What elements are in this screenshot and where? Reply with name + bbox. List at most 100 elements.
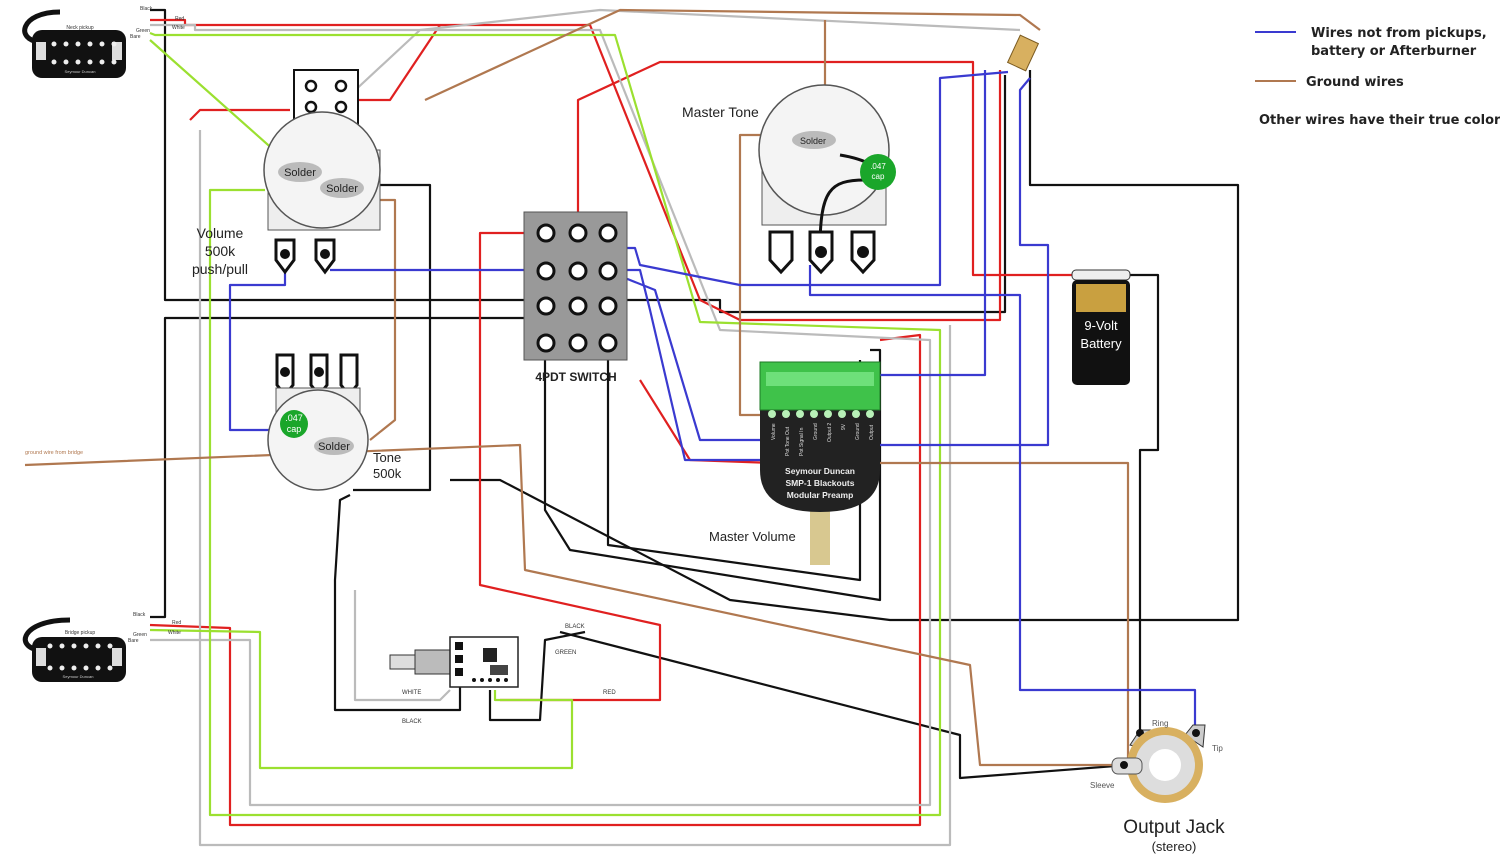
bridge-pickup-label: Bridge pickup — [65, 630, 96, 636]
bridge-ground-label: ground wire from bridge — [25, 450, 83, 456]
tone-label: Tone — [373, 450, 401, 465]
jack-subtitle: (stereo) — [1152, 839, 1197, 854]
master-tone-cap-label: cap — [872, 172, 885, 181]
bridge-pickup-brand: Seymour Duncan — [63, 674, 94, 679]
tone-solder: Solder — [318, 441, 350, 453]
wire-blue-tip — [808, 265, 1197, 730]
preamp-terminal-label: 9V — [841, 423, 847, 430]
wire-green-bridge — [149, 628, 574, 770]
switch-label: 4PDT SWITCH — [535, 370, 616, 384]
preamp-terminal-label: Pot Signal In — [799, 427, 805, 456]
bridge-pickup[interactable]: Bridge pickup Seymour Duncan Black Red W… — [22, 612, 181, 682]
jack-tip-label: Tip — [1212, 744, 1223, 753]
tone-value: 500k — [373, 466, 402, 481]
wire-label: Black — [133, 612, 146, 618]
wire-white-outer — [198, 130, 952, 847]
wire-label: Black — [140, 6, 153, 12]
legend-ground: Ground wires — [1306, 75, 1404, 90]
preamp[interactable]: Volume Pot Tone Out Pot Signal In Ground… — [709, 361, 881, 565]
volume-label: Volume — [197, 225, 244, 241]
afterburner-green: GREEN — [555, 650, 576, 656]
preamp-terminal-label: Output 2 — [827, 423, 833, 442]
preamp-model: SMP-1 Blackouts — [786, 478, 855, 488]
wire-blue-tone — [228, 260, 287, 432]
wire-black-battery — [1120, 273, 1160, 745]
wire-ground-jack — [860, 461, 1130, 760]
preamp-terminal-label: Ground — [813, 423, 819, 440]
master-tone-cap-value: .047 — [870, 162, 886, 171]
wire-label: Red — [172, 620, 181, 626]
wire-black-long — [450, 70, 1240, 622]
neck-pickup[interactable]: Neck pickup Seymour Duncan Black Red Whi… — [22, 6, 185, 78]
tone-cap-label: cap — [287, 424, 302, 434]
volume-pot[interactable]: Solder Solder Volume 500k push/pull — [192, 69, 381, 277]
wire-red-switch — [576, 60, 1075, 277]
wire-green-bare — [149, 39, 286, 161]
battery-voltage: 9-Volt — [1084, 318, 1118, 333]
wire-label: Red — [175, 16, 184, 22]
volume-value: 500k — [205, 243, 236, 259]
master-tone-pot[interactable]: Solder .047 cap Master Tone — [682, 84, 896, 275]
legend-note: Other wires have their true color — [1259, 113, 1500, 128]
afterburner-board[interactable]: BLACK GREEN RED WHITE BLACK — [389, 624, 616, 725]
wire-black-tone — [353, 183, 432, 492]
wire-label: White — [172, 25, 185, 31]
preamp-terminal-label: Ground — [855, 423, 861, 440]
master-volume-label: Master Volume — [709, 529, 796, 544]
wire-red-bridge — [149, 333, 922, 827]
jack-sleeve-label: Sleeve — [1090, 781, 1115, 790]
volume-solder2: Solder — [326, 183, 358, 195]
jack-ring-label: Ring — [1152, 719, 1168, 728]
wire-ground-bridge — [24, 443, 1125, 767]
wire-label: White — [168, 630, 181, 636]
afterburner-red: RED — [603, 690, 616, 696]
4pdt-switch[interactable]: 4PDT SWITCH — [523, 211, 628, 384]
preamp-type: Modular Preamp — [787, 490, 854, 500]
master-tone-solder: Solder — [800, 136, 826, 146]
output-jack[interactable]: Ring Tip Sleeve Output Jack (stereo) — [1090, 719, 1225, 854]
volume-type: push/pull — [192, 261, 248, 277]
jack-title: Output Jack — [1123, 817, 1225, 838]
wire-label: Bare — [128, 638, 139, 644]
preamp-terminal-label: Volume — [771, 423, 777, 440]
wire-black-switch-mv — [543, 345, 882, 602]
neck-pickup-brand: Seymour Duncan — [65, 69, 96, 74]
legend: Wires not from pickups, battery or After… — [1255, 26, 1500, 128]
afterburner-black-bottom: BLACK — [402, 719, 422, 725]
wire-white-neck — [150, 23, 932, 807]
wire-ground-mt — [738, 133, 770, 417]
wire-label: Bare — [130, 34, 141, 40]
legend-blue-line2: battery or Afterburner — [1311, 44, 1477, 59]
master-tone-label: Master Tone — [682, 104, 759, 120]
wire-ground-top — [424, 8, 1041, 101]
capacitor — [1006, 34, 1040, 72]
wire-red-ab — [478, 231, 662, 702]
wire-black-ab1 — [333, 494, 462, 712]
wire-red-neck — [150, 18, 1002, 322]
preamp-terminal-label: Pot Tone Out — [785, 426, 791, 456]
tone-cap-value: .047 — [285, 413, 303, 423]
neck-pickup-label: Neck pickup — [66, 25, 93, 31]
wire-ground-vol — [369, 198, 397, 441]
wire-green-neck — [149, 31, 942, 817]
wire-black-afterburner — [559, 630, 1129, 780]
afterburner-black-top: BLACK — [565, 624, 585, 630]
volume-solder1: Solder — [284, 167, 316, 179]
afterburner-white: WHITE — [402, 690, 421, 696]
wires — [24, 8, 1240, 847]
wire-black-bridge — [150, 316, 581, 619]
battery-label: Battery — [1080, 336, 1122, 351]
wire-black-neck — [150, 8, 1007, 314]
battery[interactable]: 9-Volt Battery — [1071, 269, 1131, 385]
wire-label: Green — [136, 28, 150, 34]
legend-blue-line1: Wires not from pickups, — [1311, 26, 1487, 41]
wire-red-vol2 — [189, 108, 290, 121]
preamp-brand: Seymour Duncan — [785, 466, 855, 476]
preamp-terminal-label: Output — [869, 424, 875, 440]
tone-pot[interactable]: Solder .047 cap Tone 500k — [267, 353, 402, 491]
wire-black-ab2 — [488, 630, 586, 722]
wire-white-vol — [349, 8, 1021, 96]
wire-label: Green — [133, 632, 147, 638]
wire-white-ab — [353, 590, 451, 702]
